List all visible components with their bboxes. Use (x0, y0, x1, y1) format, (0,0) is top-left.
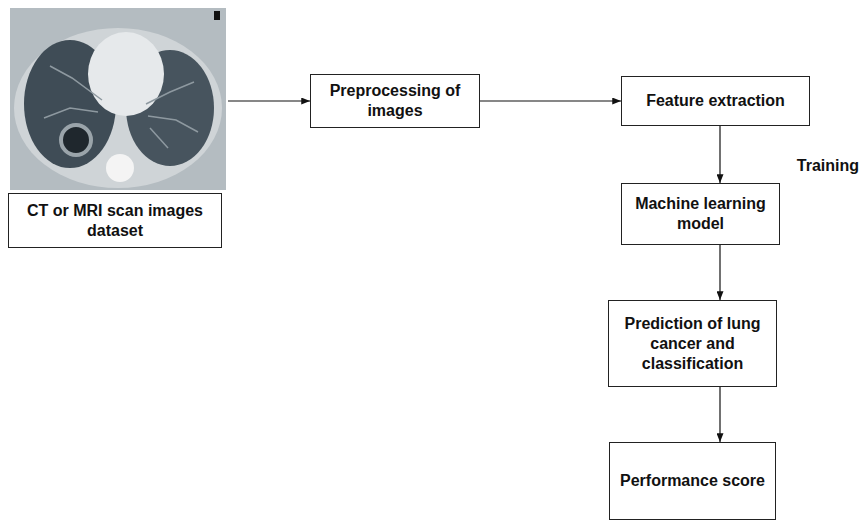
flow-arrow (719, 126, 720, 183)
flow-arrow (719, 387, 720, 442)
flow-arrow (480, 100, 621, 101)
process-box: Machine learning model (621, 183, 780, 245)
vessel (150, 128, 168, 148)
scanner-mark (214, 11, 220, 20)
vessel (146, 82, 194, 104)
process-box: Prediction of lung cancer and classifica… (608, 300, 777, 387)
box-text: Preprocessing of images (311, 81, 479, 121)
process-box: Performance score (609, 442, 776, 520)
process-box: Preprocessing of images (310, 74, 480, 128)
dataset-caption-box: CT or MRI scan images dataset (8, 193, 222, 248)
box-text: Machine learning model (622, 194, 779, 234)
ct-scan-image (10, 8, 226, 190)
box-text: Feature extraction (640, 91, 791, 111)
process-box: Feature extraction (621, 76, 810, 126)
vessel (44, 108, 98, 118)
spine (106, 154, 134, 182)
box-text: Prediction of lung cancer and classifica… (609, 314, 776, 374)
flow-arrow (719, 245, 720, 300)
vessels (44, 66, 198, 148)
step-label: Training (797, 156, 859, 176)
box-text: CT or MRI scan images dataset (9, 201, 221, 241)
flow-arrow (228, 100, 310, 101)
dataset-node: CT or MRI scan images dataset (8, 8, 228, 248)
lesion (61, 125, 91, 155)
body-section (14, 28, 222, 188)
box-text: Performance score (614, 471, 771, 491)
vessel (148, 116, 198, 132)
vessel (50, 66, 102, 100)
scan-frame (10, 8, 226, 190)
heart (88, 32, 164, 116)
